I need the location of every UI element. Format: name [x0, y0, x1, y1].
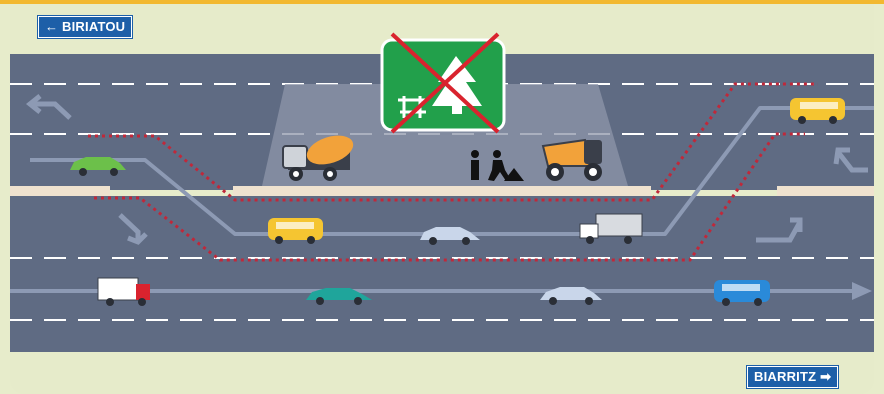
southbound-carriageway — [10, 196, 874, 352]
median-left — [10, 186, 110, 196]
rest-area-closed-icon — [382, 34, 504, 132]
median-right — [777, 186, 874, 196]
median-center — [233, 186, 651, 196]
sign-label-biarritz: BIARRITZ — [754, 369, 816, 384]
sign-label-biriatou: BIRIATOU — [62, 19, 125, 34]
direction-sign-biarritz: BIARRITZ ➡ — [747, 366, 838, 388]
arrow-left-icon: ← — [45, 19, 58, 34]
direction-sign-biriatou: ← BIRIATOU — [38, 16, 132, 38]
arrow-right-icon: ➡ — [820, 369, 831, 384]
